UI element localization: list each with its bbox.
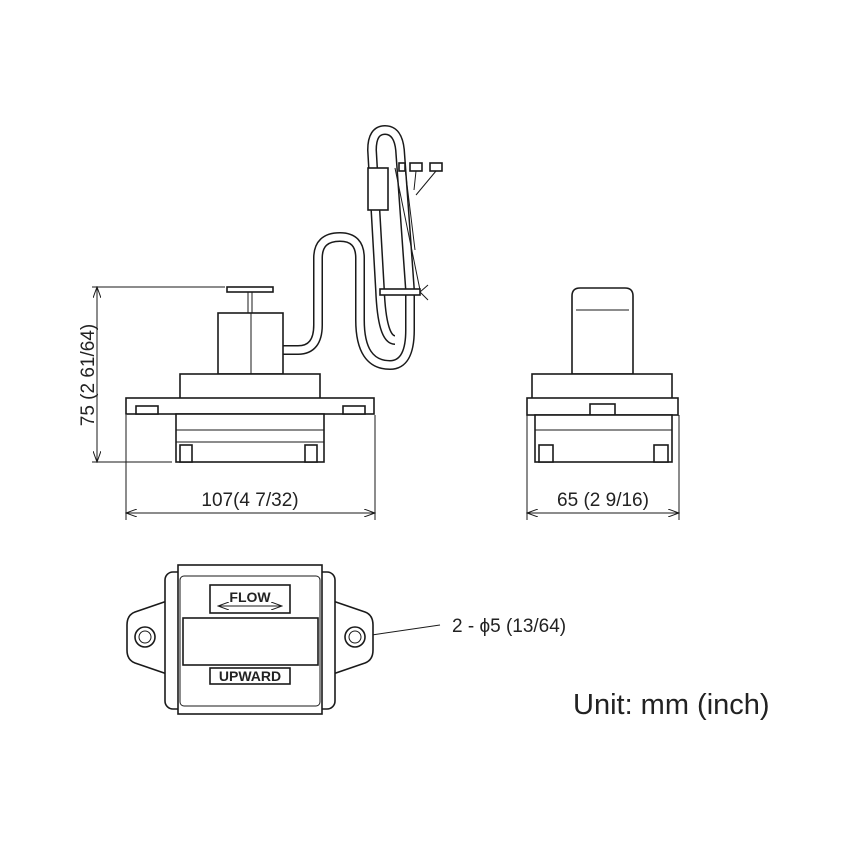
holes-dimension-label: 2 - ϕ5 (13/64) xyxy=(452,616,566,637)
ferrite-core xyxy=(367,167,389,211)
side-view xyxy=(526,287,679,463)
height-dimension-label: 75 (2 61/64) xyxy=(78,324,99,426)
front-width-dimension-label: 107(4 7/32) xyxy=(201,490,298,511)
flow-label: FLOW xyxy=(229,589,271,605)
connectors xyxy=(398,162,443,196)
float-cap xyxy=(226,286,274,293)
window xyxy=(182,617,319,666)
dimension-lines xyxy=(92,287,679,637)
upward-label: UPWARD xyxy=(219,668,281,684)
cable-tie xyxy=(379,288,421,296)
mounting-hole-right xyxy=(344,626,366,648)
plan-view xyxy=(126,564,374,715)
unit-note: Unit: mm (inch) xyxy=(573,689,770,721)
mounting-flange xyxy=(125,397,375,415)
mounting-hole-left xyxy=(134,626,156,648)
cable xyxy=(283,124,443,371)
side-width-dimension-label: 65 (2 9/16) xyxy=(557,490,649,511)
front-view xyxy=(125,286,375,463)
